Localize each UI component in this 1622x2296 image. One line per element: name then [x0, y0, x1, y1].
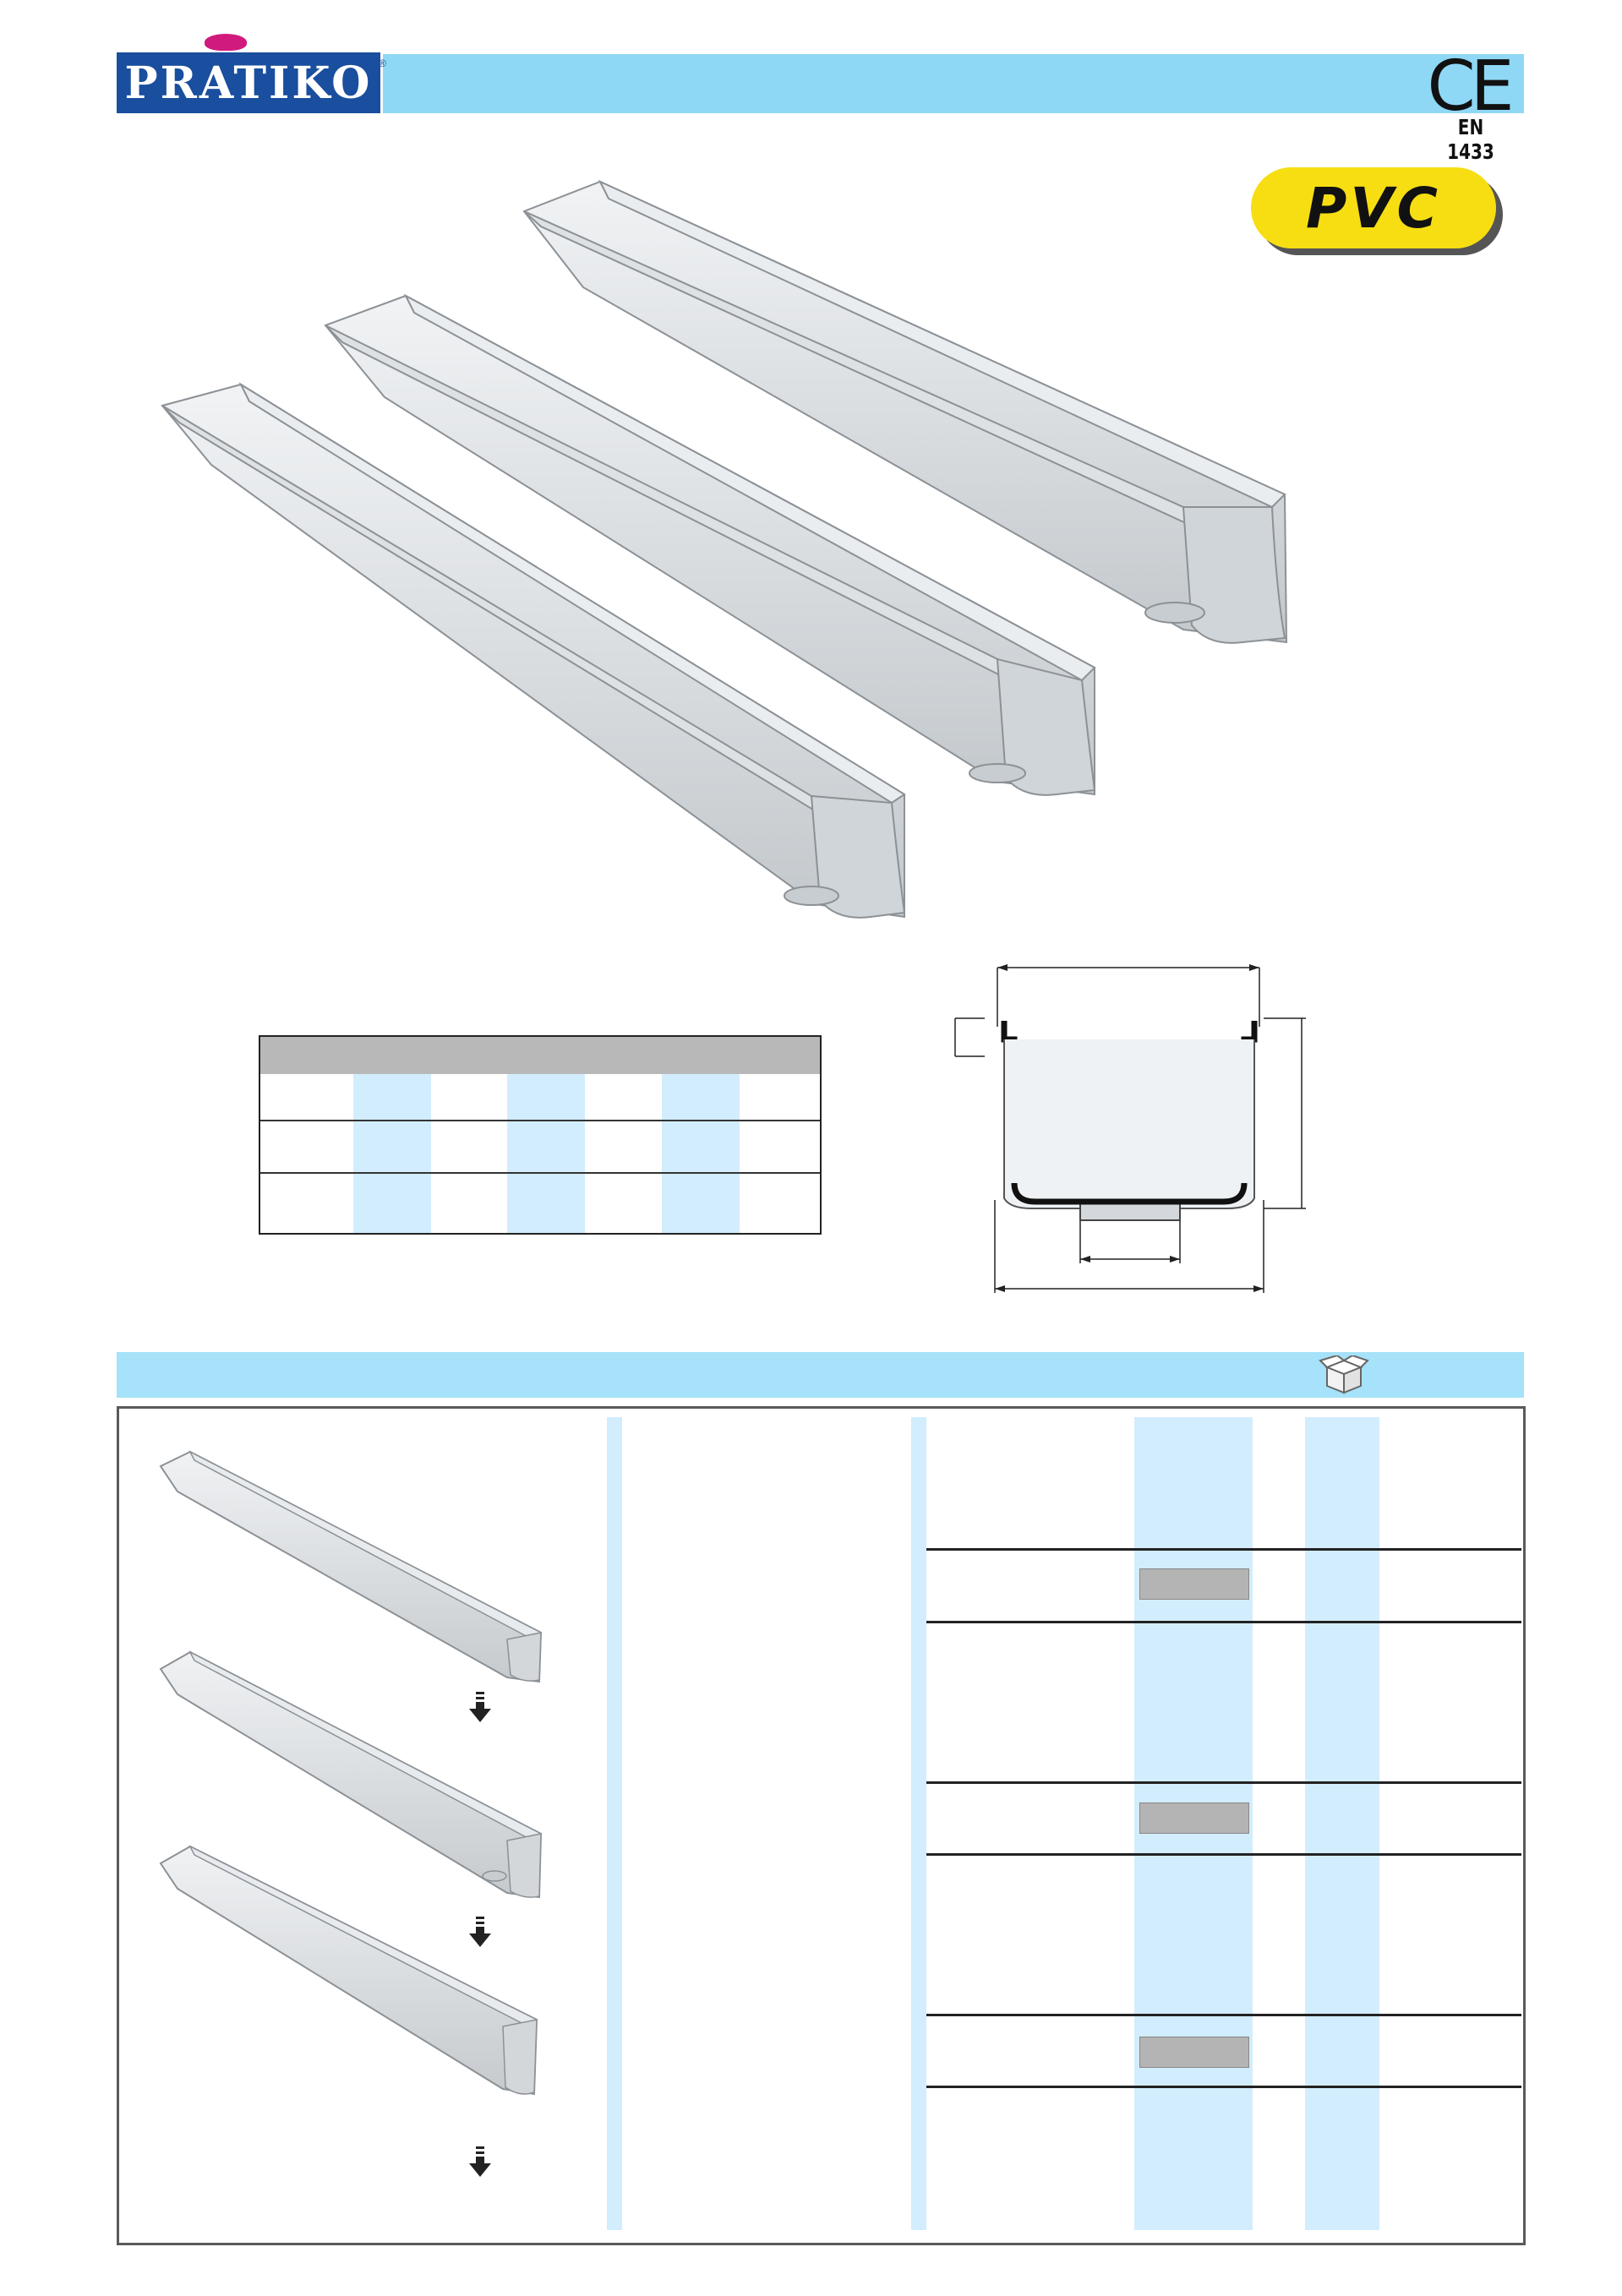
table-row-separator	[926, 1853, 1521, 1856]
spec-table-row-line	[260, 1120, 820, 1121]
section-band	[117, 1352, 1524, 1398]
standard-label: EN 1433	[1447, 115, 1494, 164]
value-placeholder	[1139, 1802, 1249, 1834]
value-placeholder	[1139, 1568, 1249, 1600]
spec-table-row-line	[260, 1172, 820, 1174]
ce-mark: CE	[1427, 46, 1514, 127]
cross-section-drawing	[954, 964, 1306, 1293]
registered-mark: ®	[379, 57, 386, 69]
spec-table-column	[662, 1074, 740, 1233]
material-badge-label: PVC	[1306, 175, 1441, 241]
spec-table	[259, 1035, 822, 1235]
table-column-highlight	[1305, 1417, 1379, 2230]
spec-table-header	[260, 1037, 820, 1074]
channel-large	[522, 179, 1288, 644]
product-thumbnail-3	[159, 1845, 538, 2096]
product-thumbnail-2	[159, 1650, 543, 1899]
table-row-separator	[926, 2086, 1521, 2088]
down-arrow-icon	[469, 2146, 491, 2177]
down-arrow-icon	[469, 1692, 491, 1722]
spec-table-column	[353, 1074, 431, 1233]
product-thumbnails	[159, 1450, 543, 2096]
open-box-icon	[1319, 1355, 1369, 1394]
table-row-separator	[926, 1621, 1521, 1623]
down-arrow-icon	[469, 1917, 491, 1947]
product-thumbnail-1	[159, 1450, 543, 1683]
table-row-separator	[926, 2014, 1521, 2016]
header-band	[383, 54, 1524, 113]
table-row-separator	[926, 1781, 1521, 1784]
spec-table-column	[507, 1074, 585, 1233]
material-badge: PVC	[1251, 167, 1496, 248]
channel-medium	[324, 293, 1096, 796]
channel-small	[161, 382, 906, 919]
channels-illustration	[161, 179, 1288, 919]
logo-dot	[205, 34, 247, 51]
brand-name: PRATIKO	[124, 57, 373, 109]
table-row-separator	[926, 1548, 1521, 1551]
brand-logo	[117, 52, 380, 113]
value-placeholder	[1139, 2037, 1249, 2068]
column-divider	[607, 1417, 622, 2230]
column-divider	[911, 1417, 926, 2230]
